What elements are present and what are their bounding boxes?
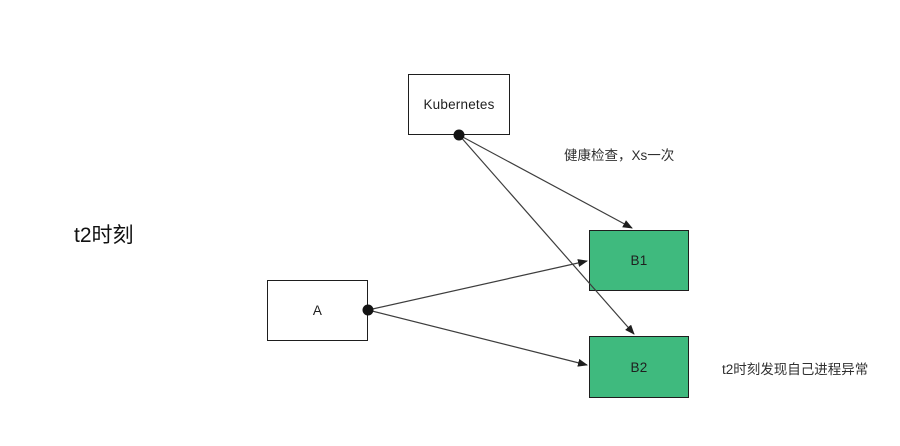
node-b2: B2 (589, 336, 689, 398)
health-check-annotation: 健康检查，Xs一次 (564, 148, 675, 163)
edge-a-b2 (367, 309, 588, 367)
node-a-label: A (312, 303, 323, 318)
node-b2-label: B2 (630, 359, 648, 375)
edge-a-b1 (367, 259, 588, 311)
b2-process-abnormal-annotation: t2时刻发现自己进程异常 (722, 362, 869, 377)
timeline-label: t2时刻 (74, 224, 134, 247)
node-b1-label: B1 (630, 253, 648, 268)
node-kubernetes-label: Kubernetes (423, 97, 495, 112)
node-kubernetes: Kubernetes (408, 74, 510, 135)
node-a: A (267, 280, 368, 341)
node-b1: B1 (589, 230, 689, 291)
